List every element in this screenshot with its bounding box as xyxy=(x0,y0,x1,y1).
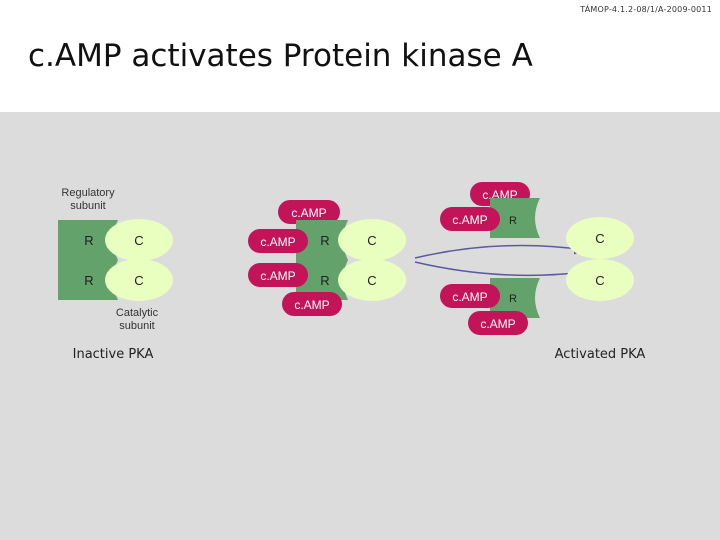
regulatory-letter: R xyxy=(320,273,329,288)
camp-label: c.AMP xyxy=(480,317,515,331)
camp-label: c.AMP xyxy=(291,206,326,220)
camp-molecule xyxy=(468,311,528,335)
catalytic-subunit xyxy=(105,259,173,301)
camp-molecule xyxy=(248,263,308,287)
camp-label: c.AMP xyxy=(260,235,295,249)
camp-label: c.AMP xyxy=(452,290,487,304)
catalytic-letter: C xyxy=(134,273,143,288)
activated-pka-label: Activated PKA xyxy=(555,347,646,362)
regulatory-camp-complex: c.AMP R c.AMP xyxy=(440,182,540,238)
regulatory-subunit xyxy=(490,278,540,318)
catalytic-letter: C xyxy=(595,273,604,288)
camp-label: c.AMP xyxy=(260,269,295,283)
catalytic-letter: C xyxy=(367,273,376,288)
catalytic-letter: C xyxy=(595,231,604,246)
reference-code: TÁMOP-4.1.2-08/1/A-2009-0011 xyxy=(580,5,712,14)
catalytic-letter: C xyxy=(367,233,376,248)
regulatory-subunit xyxy=(58,260,118,300)
regulatory-letter: R xyxy=(84,273,93,288)
inactive-pka-label: Inactive PKA xyxy=(73,347,154,362)
dissociation-arrow xyxy=(414,242,587,259)
catalytic-letter: C xyxy=(134,233,143,248)
regulatory-letter: R xyxy=(84,233,93,248)
regulatory-subunit xyxy=(490,198,540,238)
catalytic-subunit xyxy=(338,219,406,261)
camp-molecule xyxy=(278,200,340,224)
camp-label: c.AMP xyxy=(294,298,329,312)
camp-bound-pka: c.AMP R C c.AMP R C c.AMP c.AMP xyxy=(248,200,406,316)
regulatory-camp-complex: R c.AMP c.AMP xyxy=(440,278,540,335)
camp-molecule xyxy=(440,207,500,231)
regulatory-subunit xyxy=(58,220,118,260)
camp-molecule xyxy=(282,292,342,316)
inactive-pka: R C R C xyxy=(58,219,173,301)
regulatory-letter: R xyxy=(509,293,517,305)
regulatory-letter: R xyxy=(509,215,517,227)
regulatory-subunit xyxy=(296,260,348,300)
camp-molecule xyxy=(248,229,308,253)
catalytic-subunit xyxy=(338,259,406,301)
free-catalytic-subunit xyxy=(566,259,634,301)
camp-molecule xyxy=(440,284,500,308)
catalytic-subunit xyxy=(105,219,173,261)
dissociation-arrow xyxy=(414,261,587,280)
slide-title: c.AMP activates Protein kinase A xyxy=(28,38,533,74)
diagram-area xyxy=(0,112,720,540)
title-area: TÁMOP-4.1.2-08/1/A-2009-0011 c.AMP activ… xyxy=(0,0,720,112)
regulatory-subunit xyxy=(296,220,348,260)
regulatory-letter: R xyxy=(320,233,329,248)
free-catalytic-subunit xyxy=(566,217,634,259)
camp-label: c.AMP xyxy=(452,213,487,227)
